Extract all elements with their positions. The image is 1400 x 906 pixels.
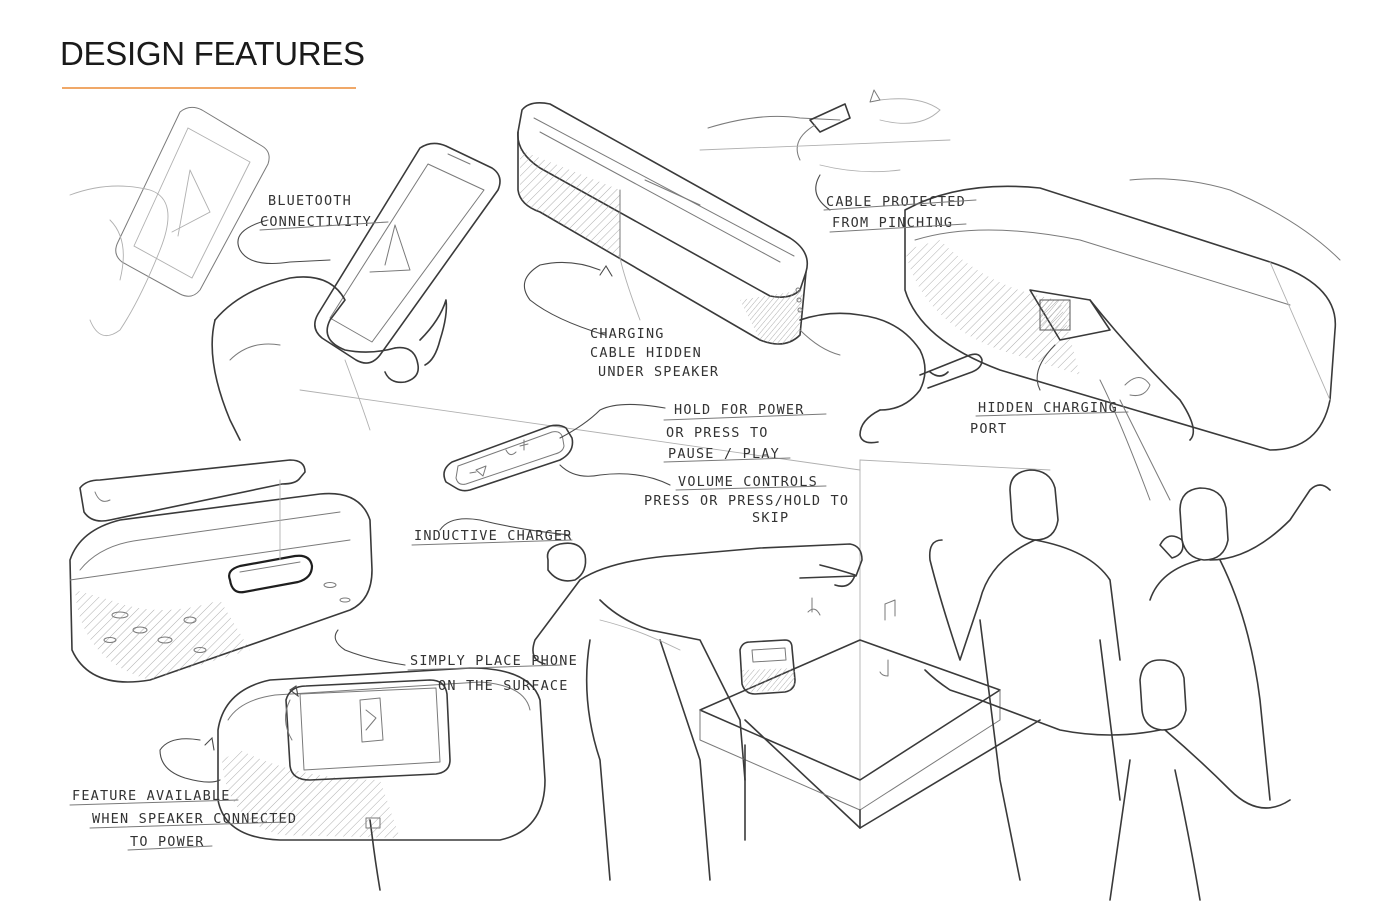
annotation-volume: VOLUME CONTROLS PRESS OR PRESS/HOLD TO S… [644, 474, 849, 526]
phone-sketch-faint [69, 106, 270, 337]
svg-text:PRESS OR PRESS/HOLD TO: PRESS OR PRESS/HOLD TO [644, 493, 849, 509]
svg-text:INDUCTIVE CHARGER: INDUCTIVE CHARGER [414, 528, 573, 544]
hand-with-cable-sketch [799, 312, 983, 444]
control-panel-sketch [443, 424, 574, 492]
svg-text:CABLE PROTECTED: CABLE PROTECTED [826, 194, 966, 210]
svg-text:ON THE SURFACE: ON THE SURFACE [438, 678, 569, 694]
svg-text:SIMPLY PLACE PHONE: SIMPLY PLACE PHONE [410, 653, 578, 669]
annotation-charging-cable: CHARGING CABLE HIDDEN UNDER SPEAKER [590, 326, 719, 380]
svg-text:CABLE HIDDEN: CABLE HIDDEN [590, 345, 702, 361]
svg-text:FEATURE AVAILABLE: FEATURE AVAILABLE [72, 788, 231, 804]
cable-protected-sketch [699, 89, 951, 173]
hand-with-phone-sketch [211, 142, 501, 441]
svg-text:VOLUME CONTROLS: VOLUME CONTROLS [678, 474, 818, 490]
annotation-feature-available: FEATURE AVAILABLE WHEN SPEAKER CONNECTED… [69, 788, 296, 851]
speaker-top-sketch [517, 102, 809, 345]
annotation-leaders [159, 174, 1056, 783]
speaker-underside-sketch [904, 178, 1341, 451]
svg-text:HIDDEN CHARGING: HIDDEN CHARGING [978, 400, 1118, 416]
table-with-speaker-sketch [699, 597, 1001, 841]
svg-text:CHARGING: CHARGING [590, 326, 665, 342]
phone-on-speaker-sketch [217, 667, 546, 891]
svg-text:BLUETOOTH: BLUETOOTH [268, 193, 352, 209]
svg-text:CONNECTIVITY: CONNECTIVITY [260, 214, 372, 230]
annotation-inductive: INDUCTIVE CHARGER [411, 528, 573, 546]
svg-text:SKIP: SKIP [752, 510, 789, 526]
annotation-hold-power: HOLD FOR POWER OR PRESS TO PAUSE / PLAY [663, 402, 827, 463]
annotation-place-phone: SIMPLY PLACE PHONE ON THE SURFACE [407, 653, 578, 694]
title-underline [62, 87, 356, 89]
annotation-cable-protected: CABLE PROTECTED FROM PINCHING [823, 194, 977, 233]
page-title: DESIGN FEATURES [60, 35, 365, 72]
annotation-bluetooth: BLUETOOTH CONNECTIVITY [259, 193, 389, 231]
svg-text:HOLD FOR POWER: HOLD FOR POWER [674, 402, 805, 418]
svg-text:PORT: PORT [970, 421, 1007, 437]
svg-text:OR PRESS TO: OR PRESS TO [666, 425, 769, 441]
annotation-hidden-port: HIDDEN CHARGING PORT [970, 400, 1129, 437]
inductive-speaker-sketch [69, 459, 373, 683]
dancing-figure-sketch [532, 542, 863, 881]
svg-text:PAUSE / PLAY: PAUSE / PLAY [668, 446, 780, 462]
crowd-figures-sketch [924, 379, 1331, 901]
svg-text:UNDER SPEAKER: UNDER SPEAKER [598, 364, 719, 380]
svg-text:TO POWER: TO POWER [130, 834, 205, 850]
